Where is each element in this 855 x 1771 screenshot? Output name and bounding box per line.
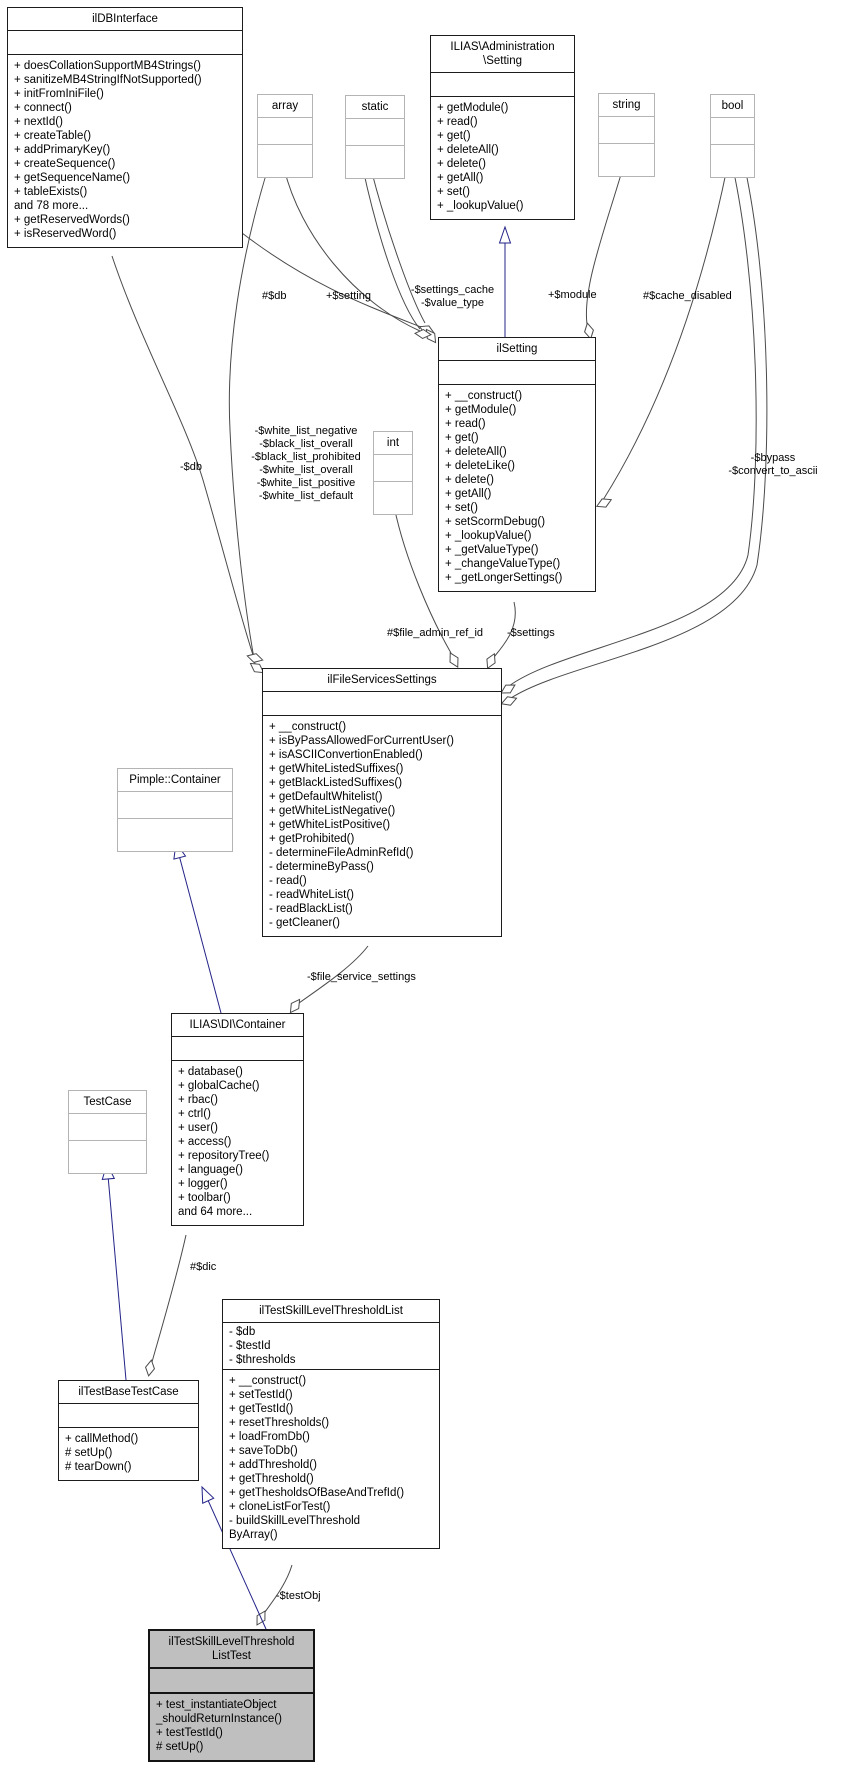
edge-label-setting: +$setting [326,290,371,302]
edge-int-to-fileservices [393,505,452,654]
class-methods [599,144,654,176]
class-ilsetting: ilSetting + __construct()+ getModule()+ … [438,337,596,592]
class-iltestskilllevelthresholdlist: ilTestSkillLevelThresholdList - $db- $te… [222,1299,440,1549]
class-pimple-container: Pimple::Container [117,768,233,852]
edge-label-db: #$db [262,290,287,302]
class-methods [118,819,232,851]
edge-thresholdlist-to-test [264,1564,293,1613]
class-attributes [711,118,754,145]
edge-label-bypass: -$bypass-$convert_to_ascii [728,452,818,477]
edge-bool-to-ilsetting [602,167,728,501]
class-title: ILIAS\DI\Container [172,1014,303,1037]
class-title: static [346,96,404,119]
class-title: ilTestBaseTestCase [59,1381,198,1404]
class-title: ilDBInterface [8,8,242,31]
aggregation-diamonds [145,322,613,1626]
class-attributes: - $db- $testId- $thresholds [223,1323,439,1370]
edge-label-file-admin-ref-id: #$file_admin_ref_id [387,627,484,639]
edge-db-to-ilsetting [241,232,422,328]
class-title: ilTestSkillLevelThresholdList [223,1300,439,1323]
class-title: int [374,432,412,455]
edge-array-to-fileservices [228,167,269,665]
inheritance-dicontainer-to-pimple [173,841,222,1014]
class-title: string [599,94,654,117]
edge-label-test-obj: -$testObj [276,1590,321,1602]
class-attributes [439,361,595,385]
edge-dicontainer-to-basetestcase [151,1234,187,1363]
inheritance-ilsetting-to-adminsetting [498,225,512,337]
class-attributes [263,692,501,716]
class-attributes [172,1037,303,1061]
inheritance-basetestcase-to-testcase [101,1162,127,1381]
class-methods [346,146,404,178]
class-attributes [59,1404,198,1428]
class-methods: + test_instantiateObject_shouldReturnIns… [156,1699,282,1753]
class-title: TestCase [69,1091,146,1114]
class-methods: + __construct()+ isByPassAllowedForCurre… [269,721,455,929]
edge-label-module: +$module [548,289,597,301]
class-methods: + __construct()+ getModule()+ read()+ ge… [445,390,563,584]
class-attributes [150,1669,313,1694]
class-title: ilSetting [439,338,595,361]
edge-label-settings-cache: -$settings_cache-$value_type [410,284,495,309]
edge-db-to-fileservices [111,255,254,656]
edge-label-db-file: -$db [180,461,203,473]
edge-label-settings-field: -$settings [507,627,555,639]
class-methods: + database()+ globalCache()+ rbac()+ ctr… [178,1066,270,1218]
class-title: ILIAS\Administration\Setting [431,36,574,73]
class-int: int [373,431,413,515]
edge-static-to-ilsetting [362,168,426,330]
class-attributes [258,118,312,145]
class-attributes [599,117,654,144]
class-ilias-di-container: ILIAS\DI\Container + database()+ globalC… [171,1013,304,1226]
class-static: static [345,95,405,179]
class-array: array [257,94,313,178]
class-title: bool [711,95,754,118]
class-ildbinterface: ilDBInterface + doesCollationSupportMB4S… [7,7,243,248]
class-ilfileservicessettings: ilFileServicesSettings + __construct()+ … [262,668,502,937]
class-title: Pimple::Container [118,769,232,792]
class-attributes [8,31,242,55]
class-iltestbasetestcase: ilTestBaseTestCase + callMethod()# setUp… [58,1380,199,1481]
edge-label-dic: #$dic [190,1261,217,1273]
edge-label-file-service-settings: -$file_service_settings [307,971,416,983]
class-methods: + getModule()+ read()+ get()+ deleteAll(… [437,102,524,212]
class-attributes [118,792,232,819]
class-string: string [598,93,655,177]
edge-string-to-ilsetting [585,170,623,331]
edge-fileservices-to-dicontainer [298,945,369,1004]
class-methods: + doesCollationSupportMB4Strings()+ sani… [14,60,202,240]
class-ilias-administration-setting: ILIAS\Administration\Setting + getModule… [430,35,575,220]
class-title: ilFileServicesSettings [263,669,501,692]
class-title: array [258,95,312,118]
edge-bool-to-fileservices [508,167,768,699]
class-bool: bool [710,94,755,178]
class-testcase: TestCase [68,1090,147,1174]
inheritance-test-to-basetestcase [201,1485,267,1630]
class-methods [258,145,312,177]
class-methods: + __construct()+ setTestId()+ getTestId(… [229,1375,405,1541]
edge-array-to-ilsetting [283,167,421,332]
class-attributes [346,119,404,146]
edge-ilsetting-to-fileservices [493,601,516,658]
class-attributes [431,73,574,97]
class-attributes [69,1114,146,1141]
edge-label-cache-disabled: #$cache_disabled [643,290,732,302]
class-methods [69,1141,146,1173]
class-methods: + callMethod()# setUp()# tearDown() [65,1433,139,1473]
class-methods [711,145,754,177]
edge-label-white-list: -$white_list_negative-$black_list_overal… [251,425,361,502]
class-attributes [374,455,412,482]
